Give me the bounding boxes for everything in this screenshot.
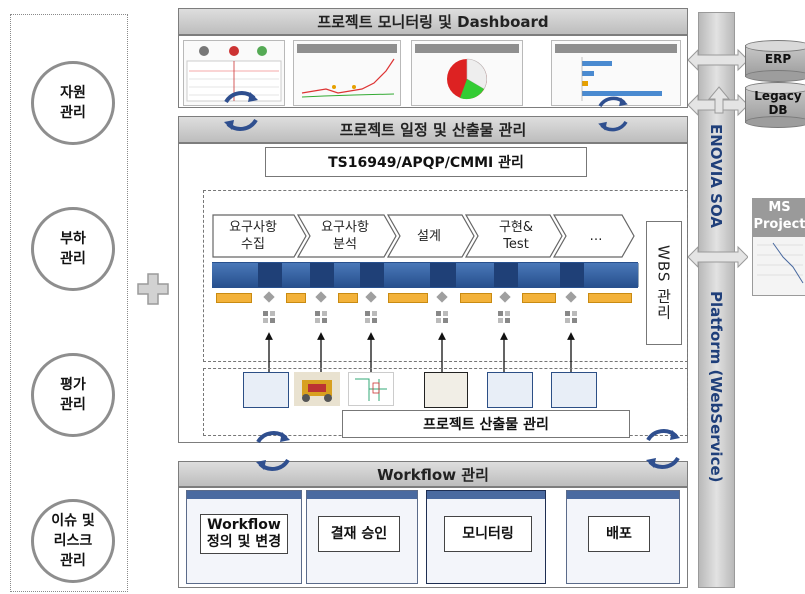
ms-project-label: MS Project (753, 199, 805, 237)
timeline-gate (560, 263, 585, 287)
dashboard-thumbnail-bars (551, 40, 681, 106)
dashboard-thumbnail-trend (293, 40, 401, 106)
deliverable-tag (338, 293, 358, 303)
artifacts-label: 프로젝트 산출물 관리 (342, 410, 630, 438)
document-icon (263, 311, 275, 323)
deliverable-tag (460, 293, 492, 303)
erp-label: ERP (764, 52, 792, 66)
document-icon (436, 311, 448, 323)
sync-cycle-icon (598, 96, 628, 132)
workflow-title: Workflow 관리 (377, 465, 489, 484)
deliverable-tag (522, 293, 556, 303)
phase-implementation-test: 구현& Test (498, 220, 534, 252)
workflow-define-change-label: Workflow 정의 및 변경 (200, 514, 288, 554)
schedule-title: 프로젝트 일정 및 산출물 관리 (339, 121, 527, 139)
deliverable-tag (216, 293, 252, 303)
artifact-thumbnail (424, 372, 468, 408)
timeline-cell (212, 263, 259, 287)
sync-cycle-icon (646, 429, 680, 469)
timeline-gate (258, 263, 283, 287)
wbs-area (203, 190, 688, 362)
workflow-monitoring-label: 모니터링 (444, 516, 532, 552)
timeline-cell (384, 263, 431, 287)
timeline-cell (282, 263, 311, 287)
schedule-header: 프로젝트 일정 및 산출물 관리 (178, 116, 688, 143)
integration-arrows (688, 48, 748, 269)
ms-project-panel: MS Project (752, 198, 805, 296)
plus-connector-icon (137, 273, 169, 305)
timeline-gate (310, 263, 335, 287)
phase-more: … (589, 228, 603, 244)
artifact-cad-thumbnail (294, 372, 340, 406)
timeline-gate (494, 263, 519, 287)
phase-requirements-gathering: 요구사항 수집 (229, 220, 277, 252)
timeline-cell (518, 263, 561, 287)
legacy-db-label: Legacy DB (754, 89, 802, 117)
artifact-thumbnail (243, 372, 289, 408)
dashboard-thumbnail-pie (411, 40, 523, 106)
sync-cycle-icon (224, 91, 258, 131)
resource-management-circle: 자원 관리 (31, 61, 115, 145)
erp-database: ERP (745, 40, 805, 82)
timeline-cell (584, 263, 639, 287)
standards-box: TS16949/APQP/CMMI 관리 (265, 147, 587, 177)
management-areas-panel: 자원 관리 부하 관리 평가 관리 이슈 및 리스크 관리 (10, 14, 128, 592)
load-management-circle: 부하 관리 (31, 207, 115, 291)
artifact-link-arrows (265, 332, 575, 372)
workflow-deploy-label: 배포 (588, 516, 650, 552)
dashboard-header: 프로젝트 모니터링 및 Dashboard (178, 8, 688, 35)
artifact-thumbnail (487, 372, 533, 408)
artifact-schematic-thumbnail (348, 372, 394, 406)
workflow-approval-label: 결재 승인 (318, 516, 400, 552)
evaluation-management-circle: 평가 관리 (31, 353, 115, 437)
document-icon (315, 311, 327, 323)
timeline-cell (334, 263, 361, 287)
phase-requirements-analysis: 요구사항 분석 (321, 220, 369, 252)
issue-risk-management-circle: 이슈 및 리스크 관리 (31, 499, 115, 583)
timeline-gate (430, 263, 457, 287)
deliverable-tag (588, 293, 632, 303)
timeline-gate (360, 263, 385, 287)
up-arrow-icon (707, 86, 731, 114)
phase-design: 설계 (417, 228, 441, 244)
phase-chevron-shapes (212, 214, 635, 258)
timeline-cell (456, 263, 495, 287)
deliverable-tag (286, 293, 306, 303)
document-icon (365, 311, 377, 323)
wbs-label: WBS 관리 (654, 245, 673, 321)
dashboard-title: 프로젝트 모니터링 및 Dashboard (317, 13, 549, 31)
platform-webservice-label: Platform (WebService) (707, 291, 725, 483)
dashboard-panel (178, 35, 688, 108)
document-icon (565, 311, 577, 323)
deliverable-tag (388, 293, 428, 303)
sync-cycle-icon (256, 431, 290, 471)
document-icon (498, 311, 510, 323)
legacy-database: Legacy DB (745, 82, 805, 128)
wbs-label-box: WBS 관리 (646, 221, 682, 345)
artifact-thumbnail (551, 372, 597, 408)
